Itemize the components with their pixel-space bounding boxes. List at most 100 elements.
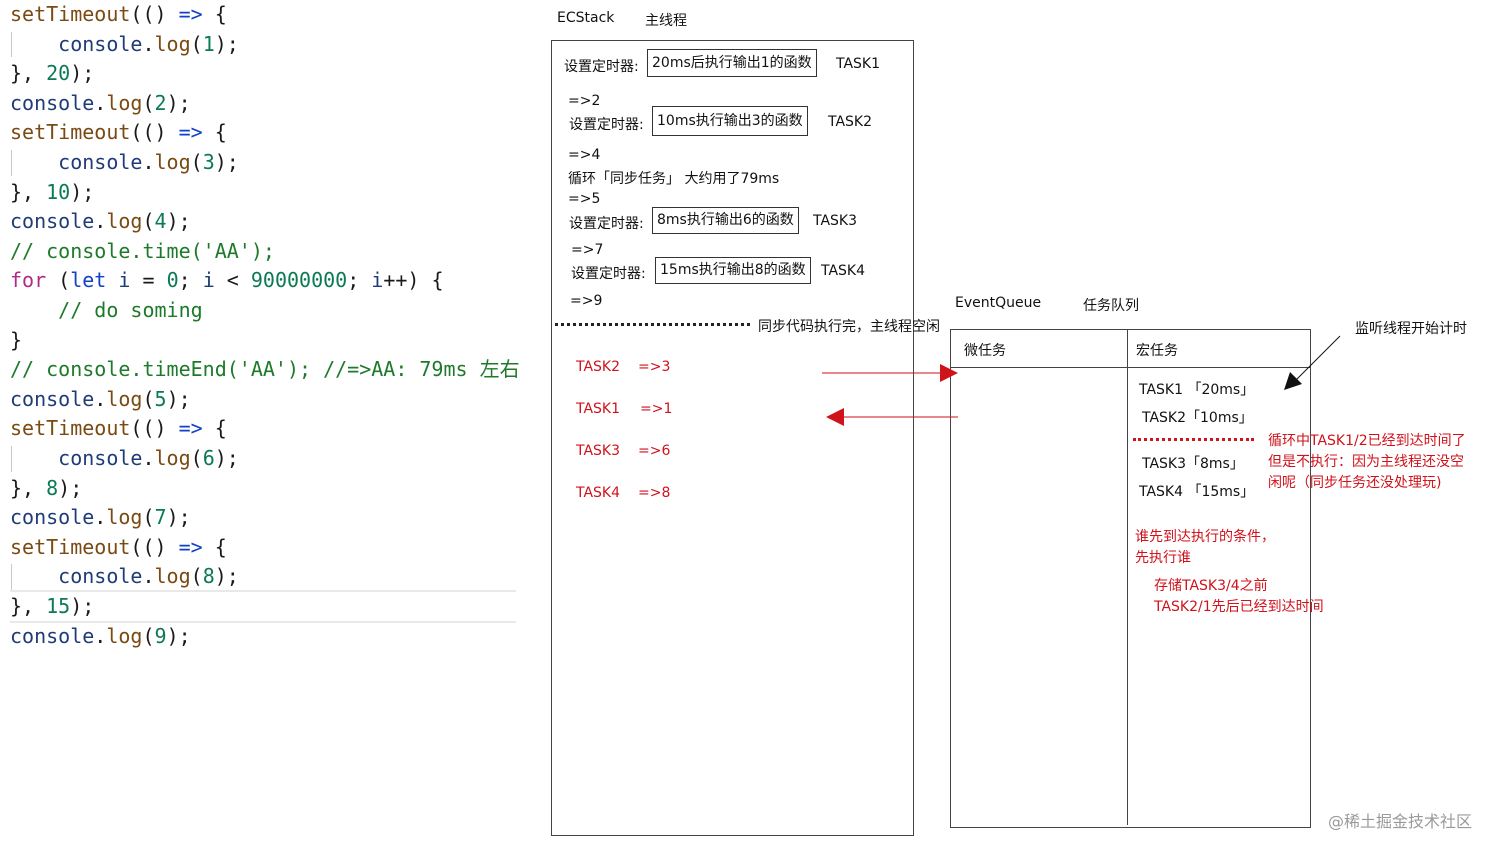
timer3-task: TASK3: [813, 213, 858, 229]
code-token: },: [10, 61, 47, 86]
code-line: console.log(9);: [10, 622, 191, 651]
code-token: {: [202, 416, 227, 441]
result-out-2: =>1: [640, 401, 673, 417]
code-token: 5: [154, 386, 167, 411]
code-token: // console.time(: [10, 238, 203, 263]
note3-line2: TASK2/1先后已经到达时间: [1154, 599, 1324, 615]
code-token: 90000000: [250, 268, 348, 293]
code-token: );: [166, 90, 191, 115]
code-token: i: [202, 268, 215, 293]
code-token: =>: [178, 416, 203, 441]
code-token: 8: [46, 475, 59, 500]
indent-guide: [11, 446, 12, 472]
code-token: },: [10, 594, 47, 618]
result-out-4: =>8: [638, 485, 671, 501]
eventqueue-title: EventQueue: [955, 295, 1042, 311]
eventqueue-subtitle: 任务队列: [1083, 298, 1139, 314]
current-line-highlight-bottom: [10, 620, 516, 623]
indent-guide: [11, 150, 12, 176]
code-token: 6: [202, 446, 215, 470]
code-token: );: [166, 623, 191, 648]
queue-task-4: TASK4 「15ms」: [1139, 484, 1255, 500]
code-token: console: [10, 623, 95, 648]
code-token: {: [202, 534, 227, 559]
output-5: =>5: [568, 191, 601, 207]
code-token: .: [94, 90, 107, 115]
arrow-to-stack: [826, 408, 958, 426]
code-token: ((): [130, 534, 179, 559]
queue-task-1: TASK1 「20ms」: [1139, 382, 1255, 398]
code-token: ((): [130, 416, 179, 441]
code-token: );: [166, 209, 191, 234]
code-token: .: [94, 209, 107, 234]
code-token: 9: [154, 623, 167, 648]
timer3-box: 8ms执行输出6的函数: [652, 207, 799, 234]
code-token: log: [106, 90, 143, 115]
timer-label-1: 设置定时器:: [564, 59, 639, 75]
code-token: // console.timeEnd('AA'); //=>AA: 79ms 左…: [10, 357, 520, 382]
code-token: // do soming: [10, 298, 203, 322]
code-token: ;: [347, 268, 372, 293]
code-token: 20: [46, 61, 71, 86]
result-task-2: TASK1: [576, 401, 621, 417]
code-token: 15: [46, 594, 71, 618]
monitor-label: 监听线程开始计时: [1355, 321, 1467, 337]
code-line: console.log(2);: [10, 89, 191, 118]
code-token: );: [58, 475, 83, 500]
code-token: console: [58, 564, 143, 589]
code-line: // do soming: [10, 296, 203, 325]
timer1-task: TASK1: [836, 56, 881, 72]
code-line: console.log(3);: [10, 148, 239, 177]
eventqueue-column-divider: [1127, 329, 1128, 825]
code-token: log: [106, 505, 143, 530]
code-token: .: [94, 505, 107, 530]
code-token: (: [142, 386, 155, 411]
code-token: }: [10, 327, 23, 352]
code-token: i: [371, 268, 384, 293]
code-token: .: [94, 386, 107, 411]
code-token: );: [250, 238, 275, 263]
timer-label-2: 设置定时器:: [569, 117, 644, 133]
macro-task-header: 宏任务: [1136, 343, 1178, 359]
code-token: },: [10, 179, 47, 204]
code-token: log: [154, 31, 191, 56]
code-token: log: [106, 623, 143, 648]
code-line: }: [10, 326, 22, 355]
code-token: console: [58, 31, 143, 56]
code-token: i: [118, 268, 131, 293]
note2-line2: 先执行谁: [1135, 550, 1191, 566]
code-token: (: [142, 505, 155, 530]
note3-line1: 存储TASK3/4之前: [1154, 578, 1268, 594]
code-token: 10: [46, 179, 71, 204]
code-token: =>: [178, 2, 203, 26]
code-token: 'AA': [202, 238, 251, 263]
code-token: console: [58, 150, 143, 174]
code-token: );: [70, 179, 95, 204]
code-line: // console.time('AA');: [10, 237, 275, 266]
code-token: (: [190, 150, 203, 174]
code-token: (: [190, 31, 203, 56]
code-line: }, 20);: [10, 59, 94, 88]
note1-line1: 循环中TASK1/2已经到达时间了: [1268, 433, 1466, 449]
sync-done-divider: [555, 323, 750, 326]
code-token: log: [154, 446, 191, 470]
code-token: ;: [178, 268, 203, 293]
code-token: 7: [154, 505, 167, 530]
code-token: setTimeout: [10, 120, 131, 145]
code-token: .: [142, 564, 155, 589]
code-token: 0: [166, 268, 179, 293]
code-token: log: [154, 564, 191, 589]
output-7: =>7: [571, 242, 604, 258]
timer-label-3: 设置定时器:: [569, 216, 644, 232]
timer4-task: TASK4: [821, 263, 866, 279]
code-token: .: [142, 31, 155, 56]
code-line: console.log(6);: [10, 444, 239, 473]
code-token: log: [154, 150, 191, 174]
monitor-pointer-arrow: [1284, 335, 1341, 390]
code-token: (: [142, 209, 155, 234]
code-line: console.log(7);: [10, 503, 191, 532]
code-line: }, 8);: [10, 474, 82, 503]
timer2-task: TASK2: [828, 114, 873, 130]
code-token: );: [166, 386, 191, 411]
code-token: );: [166, 505, 191, 530]
